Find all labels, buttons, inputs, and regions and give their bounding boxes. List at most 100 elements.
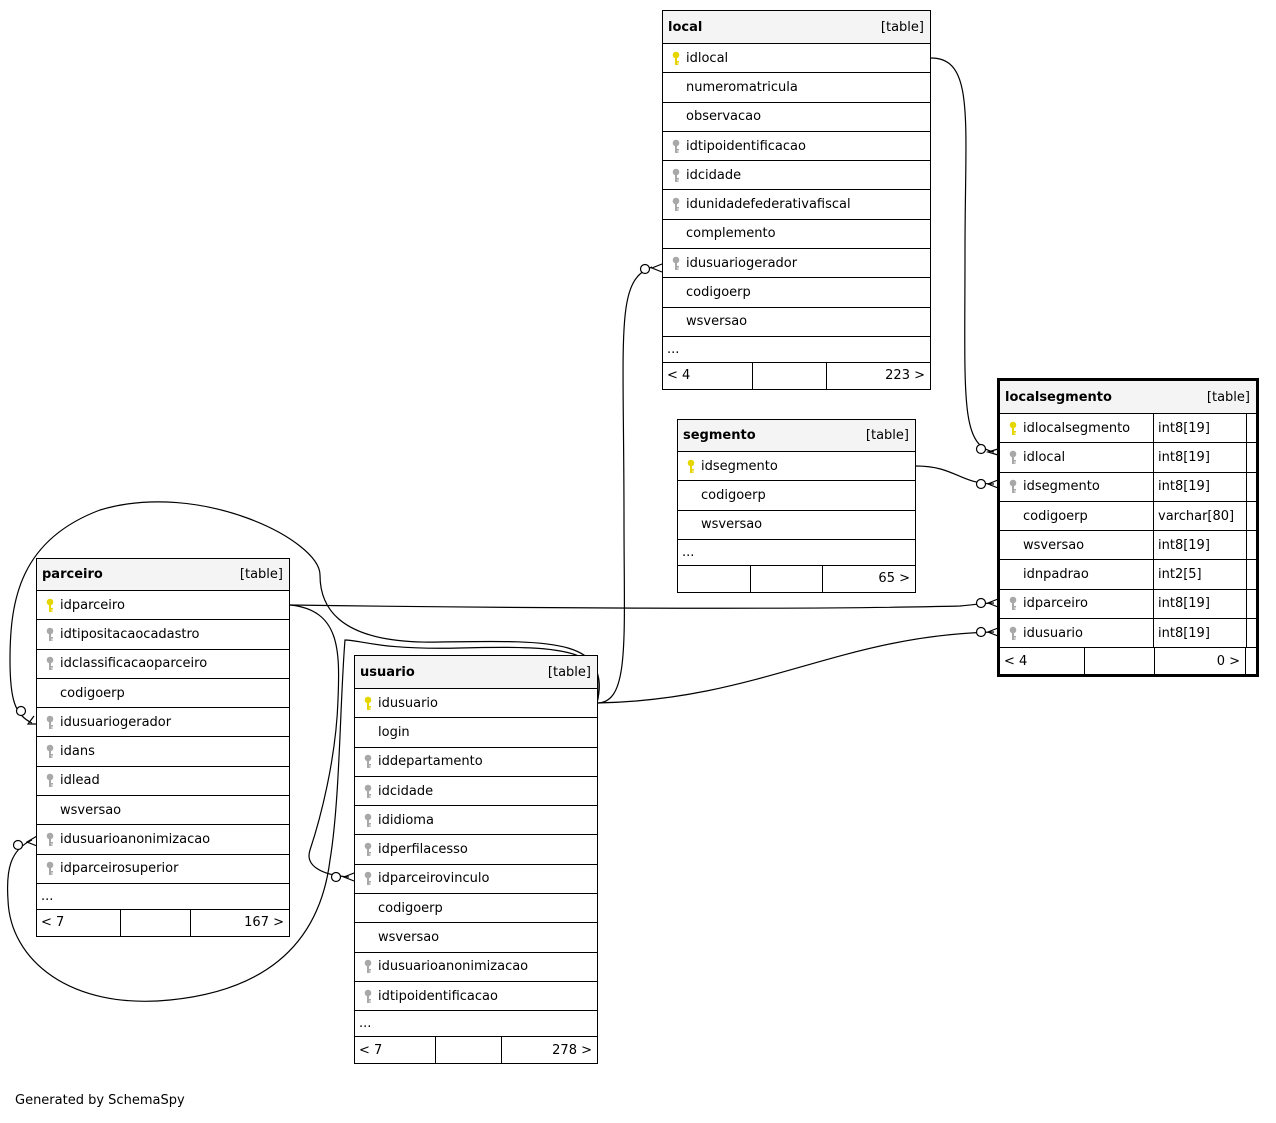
column-name: idsegmento <box>1023 479 1100 495</box>
column-name: observacao <box>686 109 762 125</box>
foreign-key-icon <box>37 656 60 671</box>
column-row[interactable]: idcidade <box>663 161 930 191</box>
table-name: localsegmento <box>1005 389 1112 405</box>
column-row[interactable]: idclassificacaoparceiro <box>37 650 289 679</box>
column-name: idcidade <box>378 783 434 799</box>
column-row[interactable]: idtipositacaocadastro <box>37 620 289 650</box>
foreign-key-icon <box>1000 450 1023 465</box>
table-header: segmento [table] <box>678 420 915 452</box>
column-row[interactable]: login <box>355 718 597 748</box>
column-row[interactable]: codigoerp <box>355 894 597 924</box>
column-name: idparceiro <box>60 597 125 613</box>
edge-usuario-parceiro-gerador <box>9 501 600 724</box>
column-row[interactable]: idusuariogerador <box>663 249 930 279</box>
foreign-key-icon <box>355 871 378 886</box>
column-row[interactable]: observacao <box>663 103 930 132</box>
column-name: idsegmento <box>701 458 778 474</box>
edge-usuario-local <box>596 266 653 704</box>
column-row[interactable]: idlocal <box>663 44 930 74</box>
column-row[interactable]: wsversao <box>355 923 597 953</box>
column-row[interactable]: wsversao <box>37 796 289 826</box>
foreign-key-icon <box>37 832 60 847</box>
column-row[interactable]: idunidadefederativafiscal <box>663 190 930 220</box>
column-row[interactable]: idusuario int8[19] <box>1000 619 1256 649</box>
column-row[interactable]: numeromatricula <box>663 73 930 103</box>
column-name: iddepartamento <box>378 754 483 770</box>
column-name: idparceiro <box>1023 596 1088 612</box>
column-row[interactable]: idusuarioanonimizacao <box>37 825 289 855</box>
column-row[interactable]: idans <box>37 737 289 767</box>
foreign-key-icon <box>663 256 686 271</box>
column-row[interactable]: idparceirosuperior <box>37 855 289 884</box>
column-name: numeromatricula <box>686 79 798 95</box>
column-type: int8[19] <box>1153 619 1246 648</box>
footer-parents[interactable]: < 4 <box>667 368 691 384</box>
column-name: idtipoidentificacao <box>378 988 498 1004</box>
column-row[interactable]: idparceirovinculo <box>355 865 597 895</box>
column-row[interactable]: idcidade <box>355 777 597 807</box>
column-row[interactable]: ididioma <box>355 806 597 836</box>
footer-children[interactable]: 223 > <box>885 368 925 384</box>
more-columns: ... <box>355 1011 597 1038</box>
column-row[interactable]: idusuarioanonimizacao <box>355 953 597 982</box>
column-name: codigoerp <box>378 900 443 916</box>
column-type: int8[19] <box>1153 472 1246 501</box>
foreign-key-icon <box>37 773 60 788</box>
column-name: idparceirovinculo <box>378 871 490 887</box>
column-row[interactable]: codigoerp <box>663 278 930 308</box>
column-name: login <box>378 724 410 740</box>
footer-middle <box>435 1037 502 1064</box>
footer-parents[interactable]: < 7 <box>41 915 65 931</box>
footer-parents[interactable] <box>678 566 750 592</box>
footer-children[interactable]: 65 > <box>878 571 910 587</box>
column-row[interactable]: idperfilacesso <box>355 835 597 865</box>
footer-parents[interactable]: < 7 <box>359 1042 383 1058</box>
footer-middle <box>1084 648 1155 675</box>
column-name: idusuario <box>378 695 438 711</box>
column-row[interactable]: wsversao <box>663 308 930 337</box>
column-row[interactable]: iddepartamento <box>355 748 597 777</box>
column-row[interactable]: idtipoidentificacao <box>355 982 597 1012</box>
column-row[interactable]: idusuariogerador <box>37 708 289 738</box>
table-footer: 65 > <box>678 565 915 592</box>
foreign-key-icon <box>355 754 378 769</box>
column-row[interactable]: idtipoidentificacao <box>663 132 930 162</box>
column-row[interactable]: idusuario <box>355 689 597 719</box>
footer-parents[interactable]: < 4 <box>1004 653 1028 669</box>
column-type: int8[19] <box>1153 414 1246 443</box>
primary-key-icon <box>355 696 378 711</box>
column-row[interactable]: codigoerp <box>37 679 289 709</box>
footer-children[interactable]: 278 > <box>552 1042 592 1058</box>
column-row[interactable]: complemento <box>663 220 930 250</box>
foreign-key-icon <box>663 168 686 183</box>
column-row[interactable]: wsversao <box>678 511 915 540</box>
foreign-key-icon <box>355 989 378 1004</box>
foreign-key-icon <box>663 197 686 212</box>
column-row[interactable]: idparceiro <box>37 591 289 621</box>
more-columns: ... <box>663 337 930 363</box>
column-name: idusuario <box>1023 625 1083 641</box>
foreign-key-icon <box>355 813 378 828</box>
foreign-key-icon <box>355 959 378 974</box>
column-name: idclassificacaoparceiro <box>60 656 208 672</box>
footer-middle <box>752 362 827 389</box>
column-row[interactable]: idlead <box>37 767 289 797</box>
column-row[interactable]: idsegmento <box>678 452 915 482</box>
column-name: wsversao <box>60 802 122 818</box>
column-row[interactable]: idsegmento int8[19] <box>1000 472 1256 502</box>
footer-children[interactable]: 167 > <box>244 915 284 931</box>
footer-children[interactable]: 0 > <box>1155 648 1246 675</box>
edge-local-localsegmento <box>930 57 995 453</box>
column-row[interactable]: codigoerp <box>678 481 915 511</box>
